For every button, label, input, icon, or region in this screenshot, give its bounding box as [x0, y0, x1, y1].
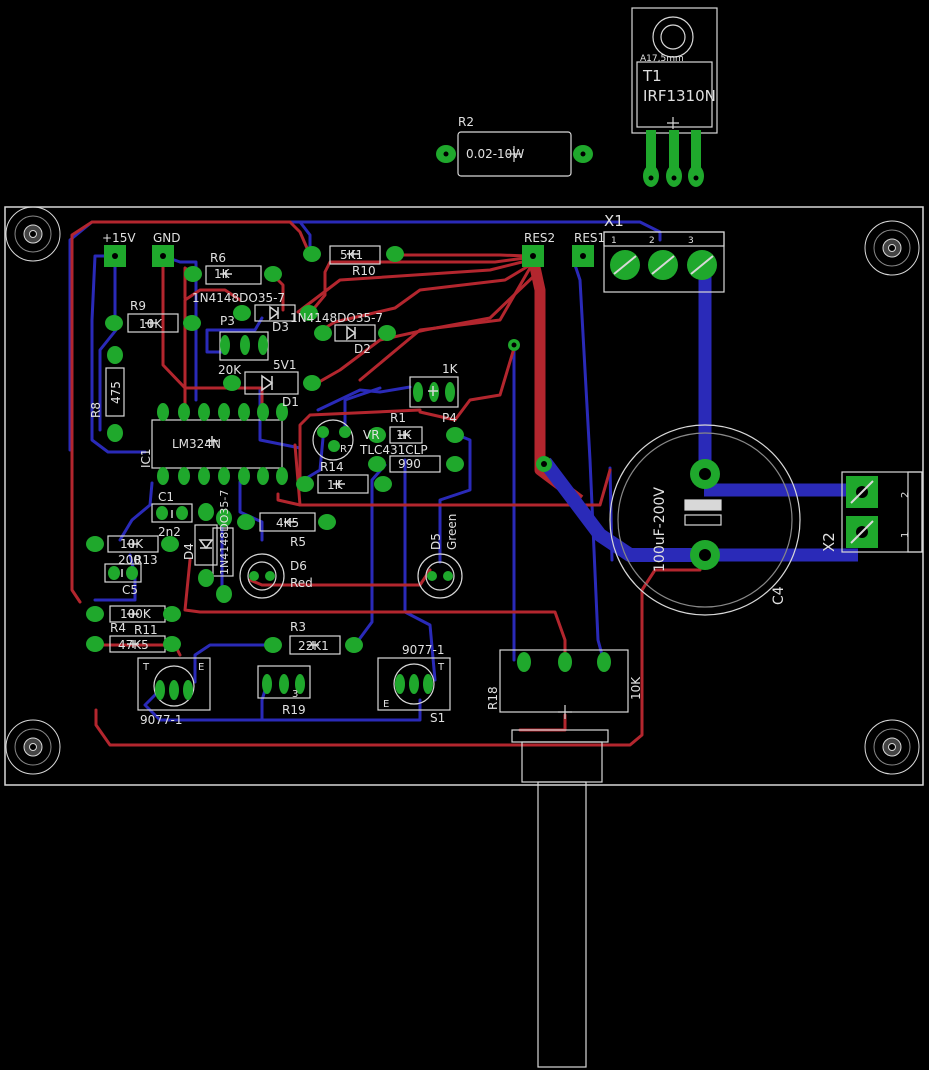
r19-value: 3 — [292, 689, 298, 700]
d1-name: D1 — [282, 395, 299, 409]
r2-value: 0.02-10W — [466, 147, 524, 161]
s1-name: S1 — [430, 711, 445, 725]
pwr-res2: RES2 — [524, 231, 555, 245]
r4-name: R4 — [110, 621, 126, 635]
x2-pin-2: 2 — [900, 492, 911, 498]
ic1-value: LM324N — [172, 437, 221, 451]
p4-name: P4 — [442, 411, 457, 425]
d3-value: 1N4148DO35-7 — [192, 291, 285, 305]
r10-name: R10 — [352, 264, 376, 278]
r9-value: 10K — [139, 317, 163, 331]
vr-name: VR — [363, 428, 380, 442]
q1-value: 9077-1 — [140, 713, 183, 727]
symbol-marks — [121, 250, 438, 649]
s1-pin-t: T — [437, 662, 445, 673]
t1-name: T1 — [642, 67, 662, 85]
r3-value: 22K1 — [298, 639, 329, 653]
mounting-hole-tr — [864, 220, 920, 276]
r1-name: R1 — [390, 411, 406, 425]
r11-name: R11 — [134, 623, 158, 637]
r19-name: R19 — [282, 703, 306, 717]
r13-name: R13 — [134, 553, 158, 567]
s1-value: 9077-1 — [402, 643, 445, 657]
mounting-holes — [5, 206, 920, 775]
r7-name: R7 — [340, 444, 353, 455]
p4-value: 1K — [442, 362, 459, 376]
d1-value: 5V1 — [273, 358, 296, 372]
r3-name: R3 — [290, 620, 306, 634]
d2-name: D2 — [354, 342, 371, 356]
r10-value: 5K1 — [340, 248, 363, 262]
d6-value: Red — [290, 576, 313, 590]
x1-name: X1 — [604, 212, 624, 230]
q1-pin-e: E — [198, 662, 204, 673]
top-power-diagonal — [539, 457, 704, 562]
pwr-15v: +15V — [102, 231, 136, 245]
ic1-name: IC1 — [139, 448, 153, 468]
r6-value: 1K — [214, 267, 231, 281]
r9-name: R9 — [130, 299, 146, 313]
r18-value: 10K — [629, 676, 643, 700]
d3-name: D3 — [272, 320, 289, 334]
r8-name: R8 — [89, 402, 103, 418]
pads — [86, 130, 878, 700]
bottom-power-traces — [698, 262, 858, 562]
x2-name: X2 — [820, 532, 838, 552]
top-layer-traces — [70, 220, 702, 747]
board-outline — [4, 206, 924, 786]
s1-pin-e: E — [383, 699, 389, 710]
r5-value: 4K5 — [276, 516, 299, 530]
d4-name: D4 — [182, 543, 196, 560]
t1-note: A17,5mm — [640, 54, 684, 64]
p3-value: 20K — [218, 363, 242, 377]
mounting-hole-bl — [5, 719, 61, 775]
c4-value: 100uF-200V — [652, 487, 668, 572]
r2-name: R2 — [458, 115, 474, 129]
r11-value: 47K5 — [118, 638, 149, 652]
d5-name: D5 — [429, 533, 443, 550]
r13-value: 200 — [118, 553, 141, 567]
c5-name: C5 — [122, 583, 138, 597]
x1-pin-2: 2 — [649, 236, 655, 246]
d6-name: D6 — [290, 559, 307, 573]
x2-pin-1: 1 — [900, 532, 911, 538]
vr-value: TLC431CLP — [359, 443, 428, 457]
d4-value: 1N4148DO35-7 — [218, 490, 231, 575]
p3-name: P3 — [220, 314, 235, 328]
silkscreen — [104, 7, 923, 1068]
c4-name: C4 — [771, 586, 787, 605]
t1-value: IRF1310N — [643, 87, 716, 105]
q1-pin-t: T — [142, 662, 150, 673]
r8-value: 475 — [109, 381, 123, 404]
r6-name: R6 — [210, 251, 226, 265]
pwr-gnd: GND — [153, 231, 181, 245]
mounting-hole-br — [864, 719, 920, 775]
c1-name: C1 — [158, 490, 174, 504]
pwr-res1: RES1 — [574, 231, 605, 245]
r7-value: 990 — [398, 457, 421, 471]
x1-pin-1: 1 — [611, 236, 617, 246]
r14-name: R14 — [320, 460, 344, 474]
r4-value: 100K — [120, 607, 152, 621]
x1-pin-3: 3 — [688, 236, 694, 246]
mounting-hole-tl — [5, 206, 61, 262]
r5-name: R5 — [290, 535, 306, 549]
c1-value: 2n2 — [158, 525, 181, 539]
d5-value: Green — [445, 514, 459, 550]
terminal-screws — [613, 255, 874, 544]
d2-value: 1N4148DO35-7 — [290, 311, 383, 325]
r1-value: 1K — [396, 428, 413, 442]
r18-name: R18 — [486, 686, 500, 710]
r14-value: 1K — [327, 478, 344, 492]
r12-value: 10K — [120, 537, 144, 551]
labels: A17,5mm T1 IRF1310N R2 0.02-10W X1 1 2 3… — [89, 54, 911, 727]
